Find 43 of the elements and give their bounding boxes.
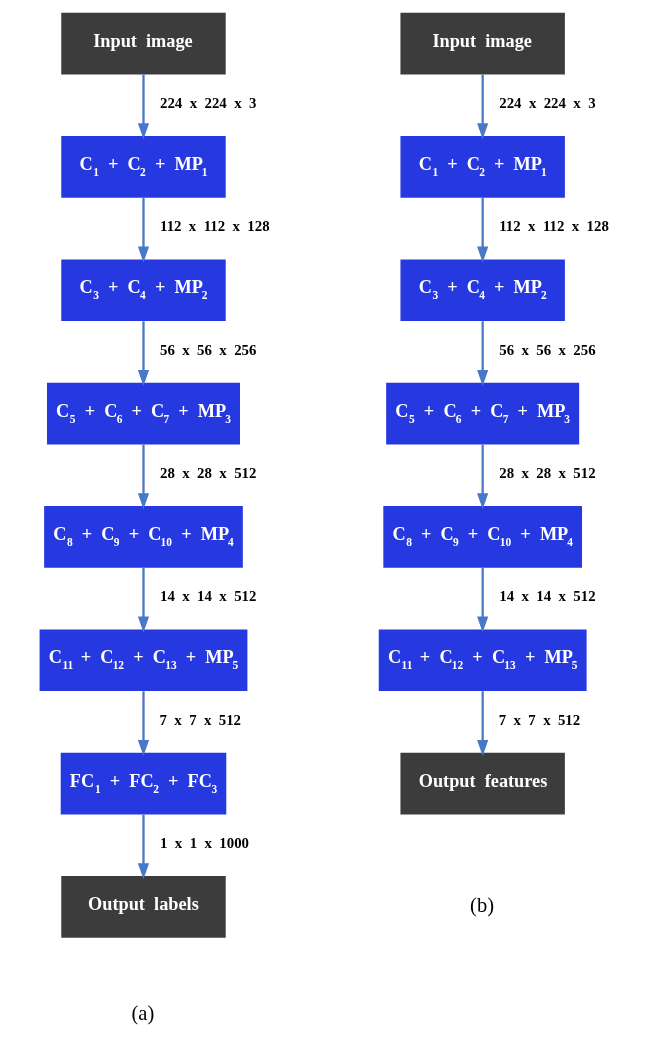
arrow	[137, 691, 149, 756]
node-box: C$_{5}$ + C$_{6}$ + C$_{7}$ + MP$_{3}$	[385, 382, 579, 445]
node-box: Input image	[60, 12, 226, 75]
edge-label: 14 x 14 x 512	[159, 588, 256, 605]
node-box: C$_{8}$ + C$_{9}$ + C$_{10}$ + MP$_{4}$	[43, 506, 243, 568]
edge-label: 112 x 112 x 128	[159, 218, 270, 235]
node-box: C$_{3}$ + C$_{4}$ + MP$_{2}$	[399, 259, 565, 322]
node-box: FC$_{1}$ + FC$_{2}$ + FC$_{3}$	[60, 752, 226, 815]
label: (b)	[469, 893, 494, 916]
edge-label: 1 x 1 x 1000	[159, 835, 249, 852]
node-box: C$_{11}$ + C$_{12}$ + C$_{13}$ + MP$_{5}$	[39, 629, 247, 692]
edge-label: 28 x 28 x 512	[159, 465, 256, 481]
node-box: C$_{1}$ + C$_{2}$ + MP$_{1}$	[399, 136, 565, 198]
arrow	[476, 74, 488, 140]
arrow	[137, 321, 149, 386]
arrow	[137, 444, 149, 510]
arrow	[476, 568, 488, 633]
node-box: Output labels	[60, 876, 226, 938]
edge-label: 56 x 56 x 256	[159, 341, 256, 358]
edge-label: 7 x 7 x 512	[158, 711, 241, 728]
node-box: Input image	[399, 12, 565, 75]
node-box: C$_{1}$ + C$_{2}$ + MP$_{1}$	[60, 136, 226, 198]
edge-label: 224 x 224 x 3	[159, 94, 256, 111]
node-box: C$_{3}$ + C$_{4}$ + MP$_{2}$	[60, 259, 226, 322]
arrow	[476, 321, 488, 386]
edge-label: 56 x 56 x 256	[498, 341, 596, 358]
node-box: C$_{11}$ + C$_{12}$ + C$_{13}$ + MP$_{5}$	[378, 629, 587, 692]
edge-label: 28 x 28 x 512	[498, 465, 596, 481]
arrow	[137, 197, 149, 263]
edge-label: 224 x 224 x 3	[498, 94, 596, 111]
edge-label: 14 x 14 x 512	[498, 588, 596, 605]
arrow	[137, 568, 149, 633]
node-box: Output features	[399, 752, 565, 815]
node-box: C$_{5}$ + C$_{6}$ + C$_{7}$ + MP$_{3}$	[46, 382, 240, 445]
arrow	[137, 74, 149, 140]
arrow	[476, 691, 488, 756]
node-box: C$_{8}$ + C$_{9}$ + C$_{10}$ + MP$_{4}$	[382, 506, 582, 568]
label: (a)	[131, 1002, 154, 1025]
arrow	[137, 814, 149, 880]
edge-label: 7 x 7 x 512	[498, 711, 580, 728]
arrow	[476, 197, 488, 263]
edge-label: 112 x 112 x 128	[498, 218, 609, 235]
arrow	[476, 444, 488, 510]
